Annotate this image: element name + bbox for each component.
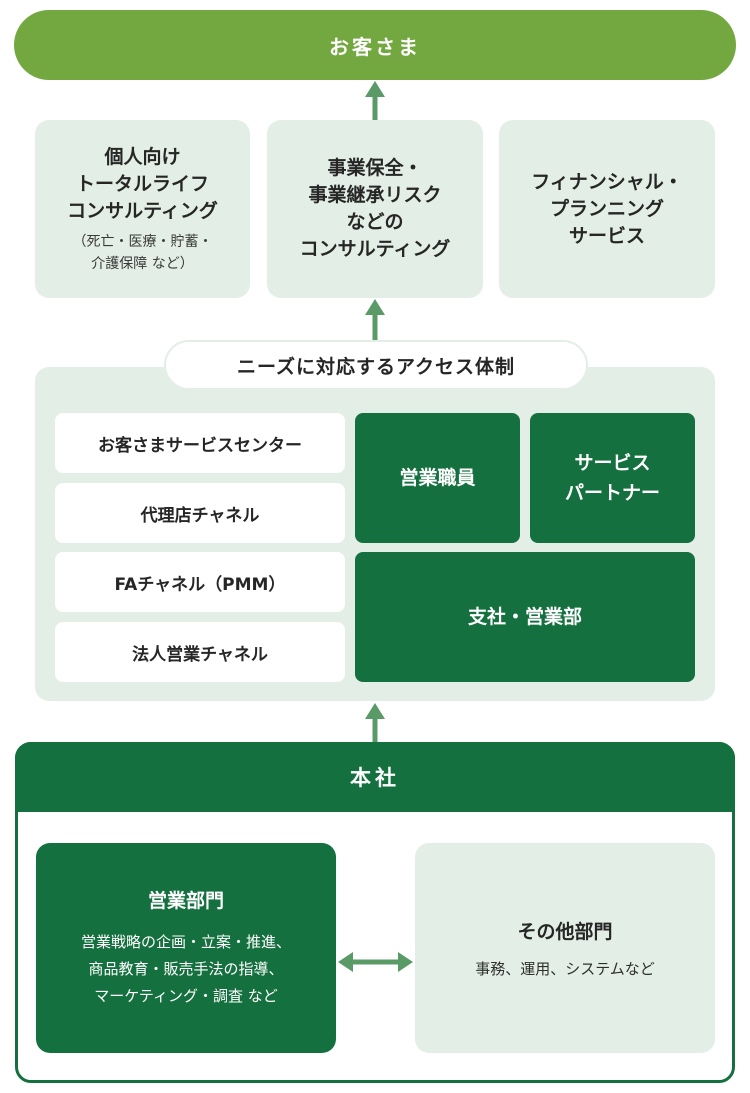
arrow-head-up	[365, 81, 385, 97]
service-line: サービス	[568, 224, 645, 247]
arrow-head-up	[365, 703, 385, 719]
service-box-financial: フィナンシャル・ プランニング サービス	[499, 120, 715, 298]
sales-department-desc-line: 商品教育・販売手法の指導、	[88, 960, 284, 978]
sales-department-title: 営業部門	[147, 890, 224, 912]
access-panel-title: ニーズに対応するアクセス体制	[164, 340, 588, 390]
sales-department-desc-line: 営業戦略の企画・立案・推進、	[80, 933, 291, 951]
sales-staff-box: 営業職員	[355, 413, 520, 543]
channel-label: お客さまサービスセンター	[98, 435, 302, 456]
channel-fa: FAチャネル（PMM）	[55, 552, 345, 612]
sales-department-desc-line: マーケティング・調査 など	[94, 987, 278, 1005]
channel-customer-service-center: お客さまサービスセンター	[55, 413, 345, 473]
channel-label: 法人営業チャネル	[132, 644, 268, 665]
channel-agency: 代理店チャネル	[55, 483, 345, 543]
service-partner-line: サービス	[574, 452, 651, 474]
service-line: コンサルティング	[299, 238, 451, 260]
other-department-desc: 事務、運用、システムなど	[475, 960, 655, 978]
headquarters-title: 本社	[350, 766, 400, 790]
sales-department-box: 営業部門 営業戦略の企画・立案・推進、 商品教育・販売手法の指導、 マーケティン…	[36, 843, 336, 1053]
branch-box: 支社・営業部	[355, 552, 695, 682]
service-partner-box: サービス パートナー	[530, 413, 695, 543]
branch-label: 支社・営業部	[467, 606, 582, 628]
service-partner-line: パートナー	[564, 482, 660, 504]
service-box-business: 事業保全・ 事業継承リスク などの コンサルティング	[267, 120, 483, 298]
service-note-line: 介護保障 など）	[91, 255, 194, 272]
customer-label: お客さま	[329, 34, 421, 59]
access-panel-title-text: ニーズに対応するアクセス体制	[236, 355, 516, 378]
service-line: などの	[346, 211, 404, 233]
customer-pill: お客さま	[14, 10, 736, 80]
arrow-head-left	[338, 952, 353, 972]
headquarters-header: 本社	[15, 742, 735, 812]
channel-label: 代理店チャネル	[140, 505, 260, 526]
other-department-box: その他部門 事務、運用、システムなど	[415, 843, 715, 1053]
service-line: コンサルティング	[67, 199, 218, 222]
sales-department-desc: 営業戦略の企画・立案・推進、 商品教育・販売手法の指導、 マーケティング・調査 …	[81, 929, 291, 1010]
service-line: 事業継承リスク	[308, 184, 442, 206]
arrow-head-right	[398, 952, 413, 972]
channel-corporate: 法人営業チャネル	[55, 622, 345, 682]
service-line: フィナンシャル・	[531, 170, 683, 193]
service-note-line: （死亡・医療・貯蓄・	[72, 233, 213, 250]
service-line: トータルライフ	[75, 172, 209, 195]
service-box-personal: 個人向け トータルライフ コンサルティング （死亡・医療・貯蓄・ 介護保障 など…	[35, 120, 250, 298]
other-department-title: その他部門	[517, 921, 613, 943]
sales-staff-label: 営業職員	[399, 467, 476, 489]
service-line: 個人向け	[104, 145, 181, 168]
service-line: 事業保全・	[327, 157, 423, 179]
service-note: （死亡・医療・貯蓄・ 介護保障 など）	[73, 231, 213, 275]
arrow-head-up	[365, 299, 385, 315]
service-line: プランニング	[549, 197, 664, 220]
channel-label: FAチャネル（PMM）	[114, 574, 286, 595]
